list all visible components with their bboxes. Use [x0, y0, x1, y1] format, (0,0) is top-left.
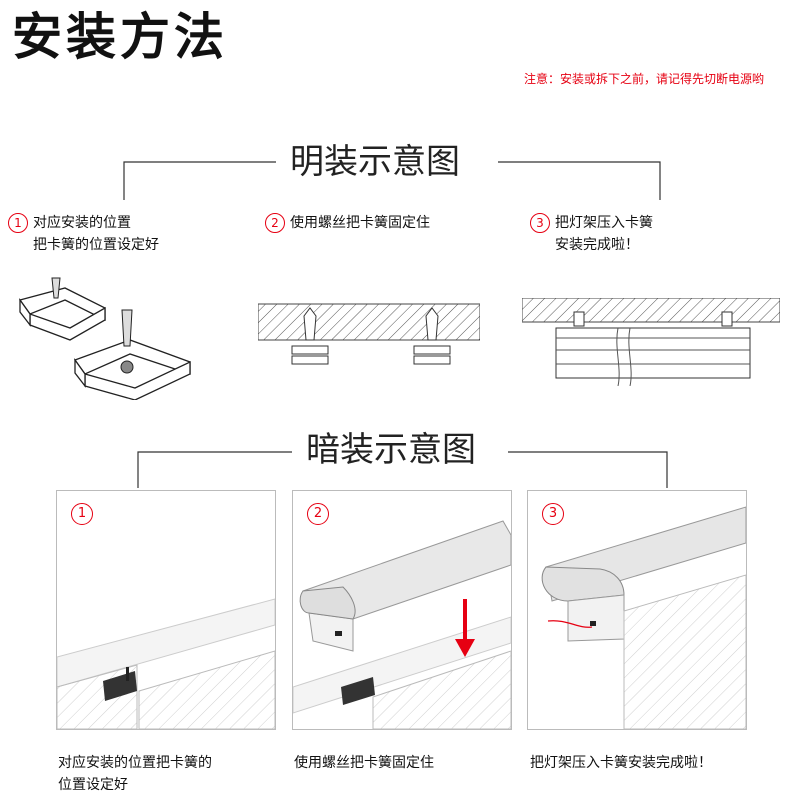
- recessed-caption-3: 把灯架压入卡簧安装完成啦！: [530, 752, 712, 774]
- surface-step-1: 1 对应安装的位置 把卡簧的位置设定好: [8, 212, 159, 256]
- step-number-badge: 3: [542, 503, 564, 525]
- step-line: 对应安装的位置: [33, 215, 131, 231]
- recessed-step-panel-2: 2: [292, 490, 512, 730]
- caption-line: 把灯架压入卡簧安装完成啦！: [530, 755, 712, 771]
- surface-step-3: 3 把灯架压入卡簧 安装完成啦！: [530, 212, 653, 256]
- step-line: 使用螺丝把卡簧固定住: [290, 215, 430, 231]
- step-number-badge: 1: [71, 503, 93, 525]
- caption-line: 位置设定好: [58, 777, 128, 793]
- ceiling-clips-illustration: [258, 303, 480, 365]
- recessed-caption-2: 使用螺丝把卡簧固定住: [294, 752, 434, 774]
- recessed-step-panel-1: 1: [56, 490, 276, 730]
- page-title: 安装方法: [12, 8, 228, 66]
- recessed-step-2-illustration: [293, 520, 511, 729]
- safety-notice: 注意：安装或拆下之前，请记得先切断电源哟: [523, 72, 764, 86]
- step-number-badge: 1: [8, 213, 28, 233]
- recessed-step-3-illustration: [541, 506, 746, 729]
- recessed-step-panel-3: 3: [527, 490, 747, 730]
- step-line: 安装完成啦！: [555, 237, 639, 253]
- caption-line: 使用螺丝把卡簧固定住: [294, 755, 434, 771]
- step-number-badge: 2: [307, 503, 329, 525]
- step-number-badge: 2: [265, 213, 285, 233]
- surface-step-2: 2 使用螺丝把卡簧固定住: [265, 212, 430, 234]
- step-line: 把卡簧的位置设定好: [33, 237, 159, 253]
- recessed-caption-1: 对应安装的位置把卡簧的 位置设定好: [58, 752, 212, 796]
- surface-mount-title: 明装示意图: [276, 140, 474, 184]
- step-line: 把灯架压入卡簧: [555, 215, 653, 231]
- caption-line: 对应安装的位置把卡簧的: [58, 755, 212, 771]
- step-number-badge: 3: [530, 213, 550, 233]
- recessed-mount-title: 暗装示意图: [292, 428, 490, 472]
- ceiling-fixture-illustration: [522, 298, 780, 386]
- recessed-step-1-illustration: [57, 598, 275, 729]
- spring-clips-illustration: [18, 277, 191, 400]
